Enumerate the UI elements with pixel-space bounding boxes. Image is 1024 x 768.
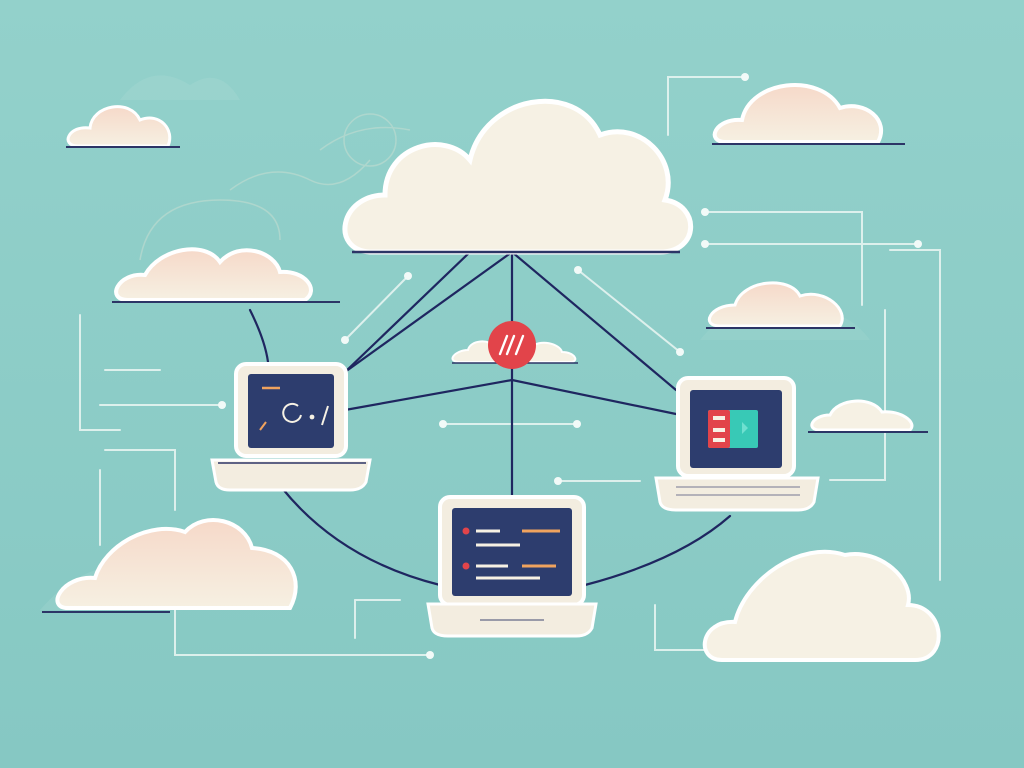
central-cloud-icon (342, 98, 694, 255)
connector-dots (218, 73, 922, 659)
cloud-bottom-right (702, 549, 941, 662)
laptop-left-icon (210, 362, 372, 492)
cloud-mid-right (706, 281, 855, 329)
cloud-bottom-left (42, 518, 298, 613)
alert-badge-icon (488, 321, 536, 369)
cloud-small-right (808, 399, 928, 433)
laptop-right-icon (654, 376, 820, 512)
cloud-top-left (66, 105, 180, 148)
cloud-mid-left (112, 247, 340, 303)
doodle-lines (139, 113, 411, 261)
thin-connector-lines (79, 76, 941, 656)
network-lines (248, 250, 732, 587)
cloud-top-right (712, 83, 905, 145)
laptop-bottom-icon (426, 495, 598, 638)
